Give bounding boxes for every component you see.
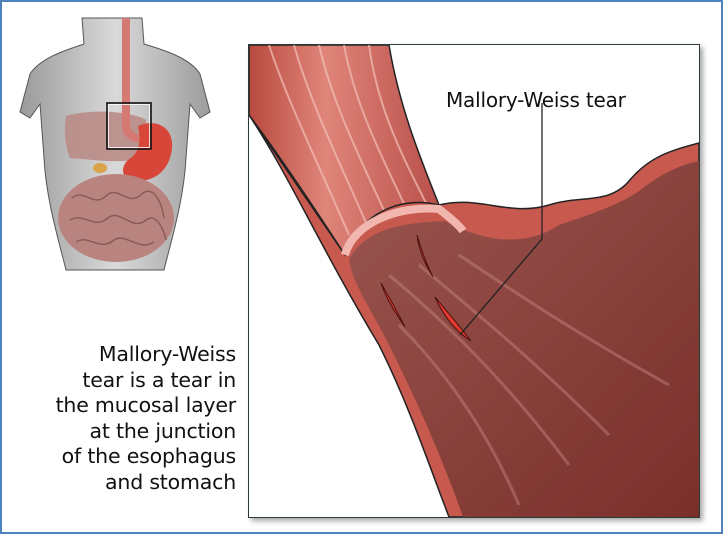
caption-line: and stomach: [105, 469, 236, 494]
esophagus: [122, 18, 144, 143]
mucosal-tear: [380, 282, 406, 328]
stomach-mucosa: [349, 161, 699, 517]
caption-line: the mucosal layer: [55, 393, 237, 417]
caption-line: Mallory-Weiss: [98, 342, 236, 366]
caption-line: of the esophagus: [61, 444, 237, 468]
caption-line: tear is a tear in: [82, 367, 236, 392]
esophagus-cut-rim: [341, 204, 467, 257]
esophagus-stomach-detail-illustration: [248, 44, 700, 518]
region-locator-box: [106, 102, 152, 150]
stomach: [123, 122, 173, 181]
callout-leader-line: [459, 103, 543, 336]
mucosal-tear: [434, 296, 472, 342]
tear-callout-label: Mallory-Weiss tear: [446, 88, 626, 112]
caption-line: at the junction: [89, 418, 237, 443]
torso-overview-illustration: [14, 8, 214, 273]
caption-text: Mallory-Weiss tear is a tear in the muco…: [10, 342, 237, 495]
mucosal-tear: [416, 234, 434, 278]
